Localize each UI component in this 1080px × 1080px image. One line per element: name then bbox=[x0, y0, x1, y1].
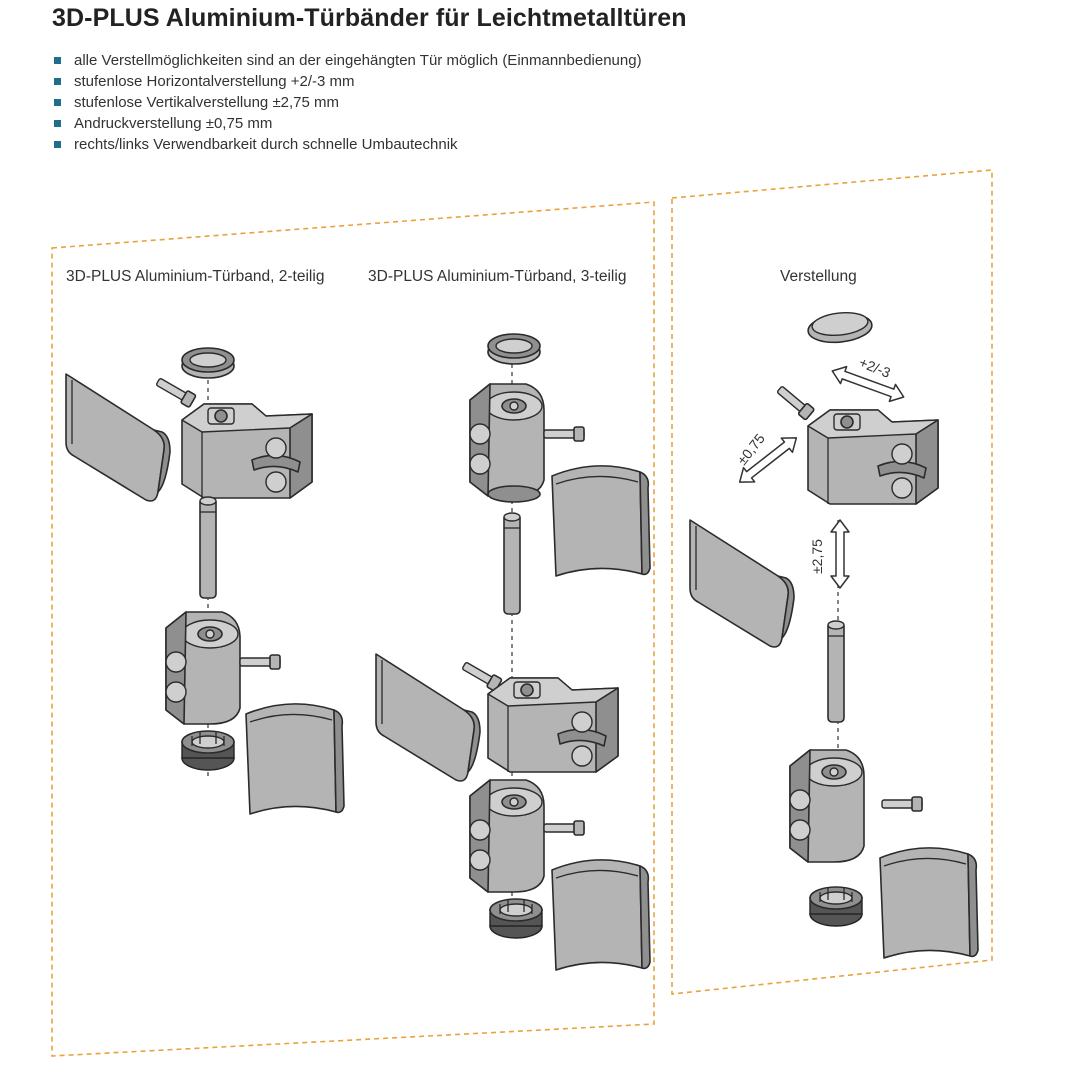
label-adjustment: Verstellung bbox=[780, 268, 857, 285]
frame-right-panel bbox=[671, 169, 993, 995]
feature-list: alle Verstellmöglichkeiten sind an der e… bbox=[52, 50, 642, 155]
hinge-2-part bbox=[65, 347, 345, 815]
feature-item: rechts/links Verwendbarkeit durch schnel… bbox=[52, 134, 642, 155]
feature-item: Andruckverstellung ±0,75 mm bbox=[52, 113, 642, 134]
page-title: 3D-PLUS Aluminium-Türbänder für Leichtme… bbox=[52, 4, 687, 32]
hinge-adjustment: +2/-3 ±0,75 ±2,75 bbox=[689, 311, 979, 959]
label-two-part: 3D-PLUS Aluminium-Türband, 2-teilig bbox=[66, 268, 325, 285]
pressure-adjustment-arrow bbox=[738, 437, 798, 483]
vertical-adjustment-arrow bbox=[830, 519, 850, 589]
feature-item: stufenlose Horizontalverstellung +2/-3 m… bbox=[52, 71, 642, 92]
feature-item: stufenlose Vertikalverstellung ±2,75 mm bbox=[52, 92, 642, 113]
horizontal-adjustment-arrow bbox=[831, 365, 905, 403]
feature-item: alle Verstellmöglichkeiten sind an der e… bbox=[52, 50, 642, 71]
label-three-part: 3D-PLUS Aluminium-Türband, 3-teilig bbox=[368, 268, 627, 285]
frame-left-panel bbox=[51, 201, 655, 1057]
hinge-3-part bbox=[375, 333, 651, 971]
vertical-adjustment-label: ±2,75 bbox=[809, 539, 825, 574]
